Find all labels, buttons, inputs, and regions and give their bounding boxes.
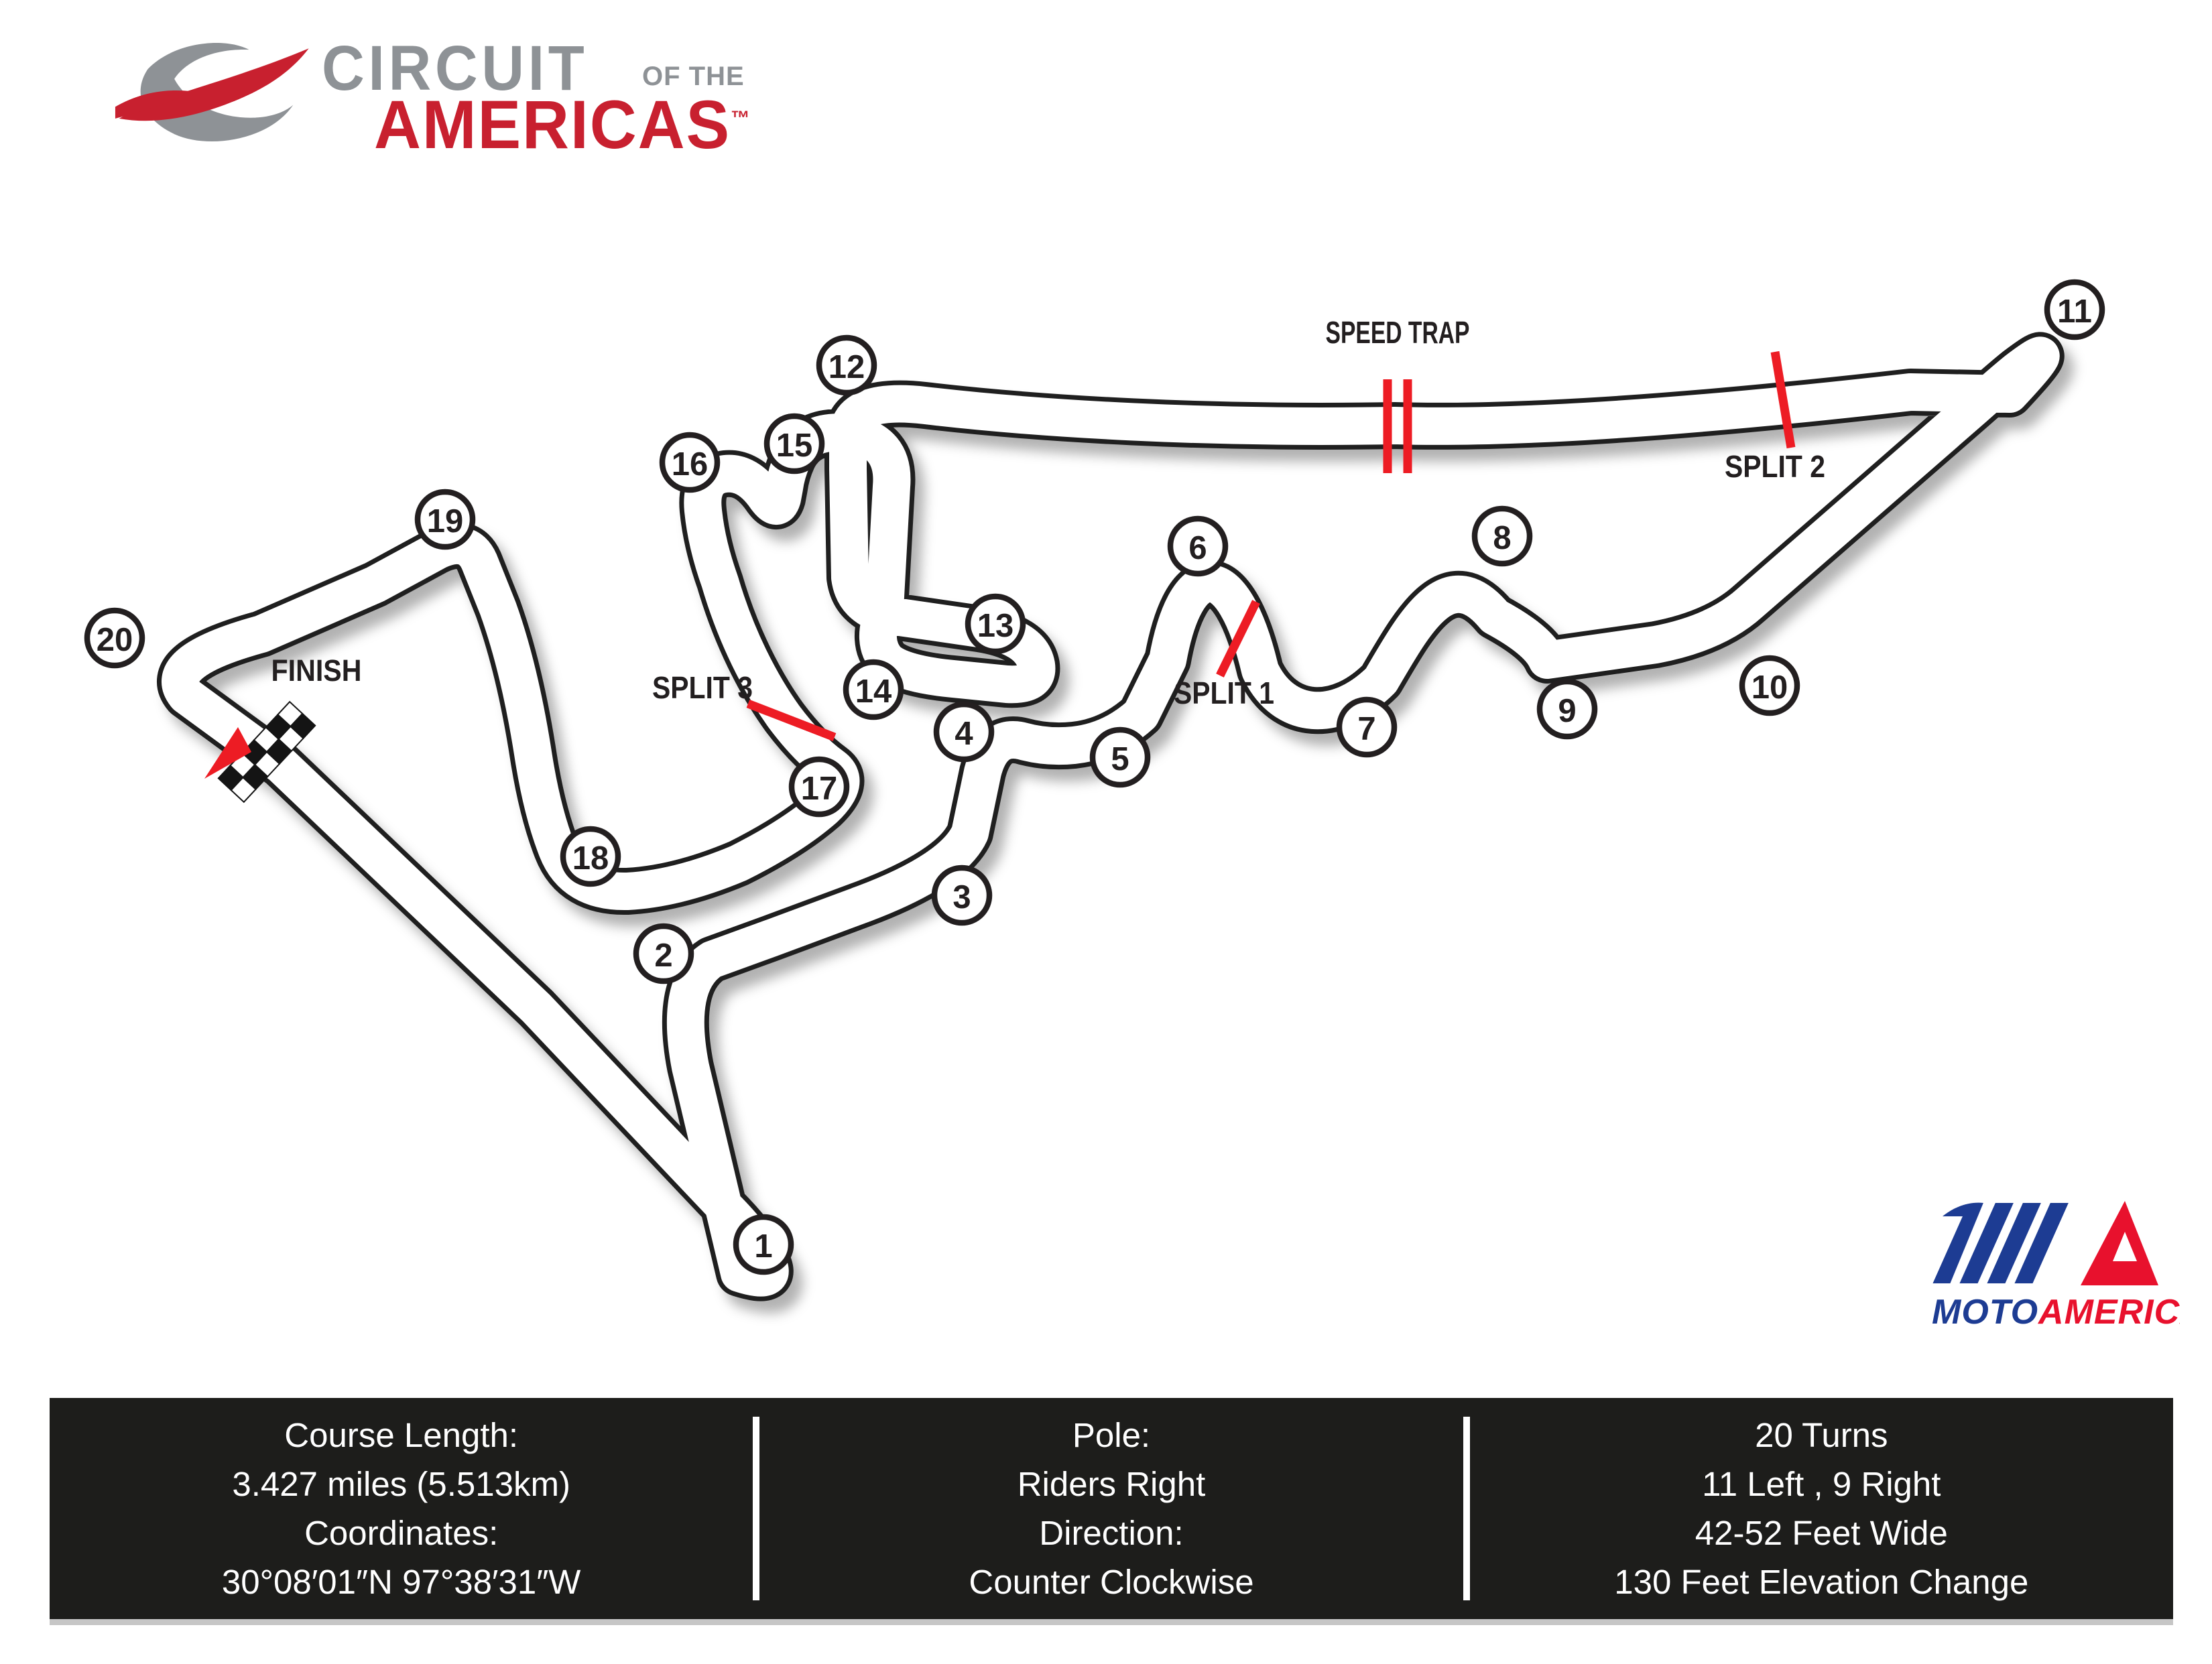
america-text: AMERICA	[2037, 1293, 2180, 1332]
motoamerica-a-notch	[2113, 1232, 2137, 1261]
track-overlays: SPLIT 1 SPLIT 2 SPLIT 3 SPEED TRAP FINISH	[204, 315, 1825, 804]
motoamerica-wordmark: MOTOAMERICA	[1932, 1293, 2180, 1332]
turn-badge-13: 13	[965, 593, 1026, 655]
moto-text: MOTO	[1932, 1293, 2038, 1332]
turn-badge-16: 16	[659, 432, 721, 493]
stats-line: Coordinates:	[304, 1514, 499, 1552]
turn-badge-6: 6	[1167, 515, 1229, 577]
split-label-2: SPLIT 2	[1725, 449, 1825, 484]
svg-text:6: 6	[1188, 530, 1207, 566]
stats-line: Course Length:	[284, 1416, 519, 1454]
motoamerica-logo: MOTOAMERICA	[1932, 1201, 2180, 1332]
finish-label: FINISH	[271, 653, 362, 688]
stats-line: Riders Right	[1017, 1465, 1206, 1503]
turn-badge-19: 19	[414, 489, 476, 550]
svg-text:1: 1	[754, 1228, 772, 1265]
track-surface	[162, 336, 2060, 1297]
finish-direction-arrow	[204, 727, 251, 779]
svg-text:17: 17	[801, 771, 838, 807]
turn-badge-5: 5	[1089, 726, 1151, 788]
stats-course: Course Length: 3.427 miles (5.513km) Coord…	[50, 1398, 753, 1619]
turn-badge-12: 12	[816, 334, 877, 396]
svg-text:4: 4	[955, 716, 973, 752]
split-label-3: SPLIT 3	[652, 670, 753, 705]
stats-divider-1	[753, 1417, 760, 1600]
stats-line: 30°08′01″N 97°38′31″W	[221, 1563, 581, 1601]
svg-text:3: 3	[953, 879, 971, 915]
logo-word-americas: AMERICAS™	[374, 86, 751, 163]
svg-text:18: 18	[572, 840, 609, 877]
svg-text:16: 16	[672, 446, 709, 483]
cota-swoosh-icon	[115, 42, 309, 142]
turn-badge-3: 3	[931, 865, 993, 926]
svg-text:8: 8	[1493, 520, 1511, 556]
svg-text:9: 9	[1558, 693, 1576, 729]
stats-line: Pole:	[1072, 1416, 1151, 1454]
turn-badge-7: 7	[1336, 696, 1398, 758]
trademark-symbol: ™	[731, 107, 751, 129]
svg-text:14: 14	[855, 674, 892, 710]
turn-badge-20: 20	[84, 607, 145, 669]
svg-text:11: 11	[2057, 294, 2092, 330]
split-line-2	[1770, 350, 1796, 449]
speed-trap-label: SPEED TRAP	[1326, 315, 1470, 350]
logo-word-of-the: OF THE	[642, 62, 745, 91]
svg-text:20: 20	[97, 622, 133, 658]
stats-line: 3.427 miles (5.513km)	[232, 1465, 570, 1503]
stats-line: 130 Feet Elevation Change	[1614, 1563, 2029, 1601]
track-outline	[157, 332, 2074, 1314]
stats-line: 11 Left , 9 Right	[1702, 1465, 1941, 1503]
svg-text:2: 2	[654, 938, 672, 974]
stats-line: 42-52 Feet Wide	[1695, 1514, 1948, 1552]
split-line-1	[1216, 600, 1260, 678]
turn-badge-17: 17	[788, 756, 850, 818]
stats-divider-2	[1463, 1417, 1470, 1600]
motoamerica-a-icon	[2081, 1201, 2158, 1285]
turn-badge-10: 10	[1739, 655, 1800, 716]
stats-line: Counter Clockwise	[969, 1563, 1254, 1601]
logo-word-circuit: CIRCUIT	[322, 33, 589, 104]
svg-text:19: 19	[427, 503, 464, 539]
turn-badge-9: 9	[1536, 678, 1598, 740]
turn-badge-18: 18	[560, 826, 621, 887]
turn-badge-15: 15	[763, 413, 825, 474]
turn-badge-8: 8	[1471, 505, 1533, 567]
svg-text:7: 7	[1357, 711, 1375, 747]
svg-text:15: 15	[776, 428, 813, 464]
svg-text:5: 5	[1111, 741, 1129, 777]
split-line-3	[746, 699, 837, 742]
motoamerica-mark-icon	[1932, 1202, 2069, 1283]
cota-logo: CIRCUIT OF THE AMERICAS™	[114, 27, 818, 168]
stats-line: 20 Turns	[1755, 1416, 1888, 1454]
turn-badge-2: 2	[633, 923, 694, 984]
stats-turns: 20 Turns 11 Left , 9 Right 42-52 Feet Wide…	[1470, 1398, 2173, 1619]
turn-badge-11: 11	[2044, 279, 2105, 340]
svg-text:10: 10	[1752, 669, 1788, 706]
turn-badge-4: 4	[933, 701, 995, 763]
stats-bar: Course Length: 3.427 miles (5.513km) Coord…	[50, 1398, 2173, 1625]
turn-badge-1: 1	[733, 1214, 794, 1275]
stats-line: Direction:	[1039, 1514, 1184, 1552]
svg-text:13: 13	[977, 608, 1014, 644]
turn-badge-14: 14	[843, 659, 904, 720]
split-label-1: SPLIT 1	[1174, 676, 1274, 710]
svg-text:12: 12	[828, 349, 865, 385]
